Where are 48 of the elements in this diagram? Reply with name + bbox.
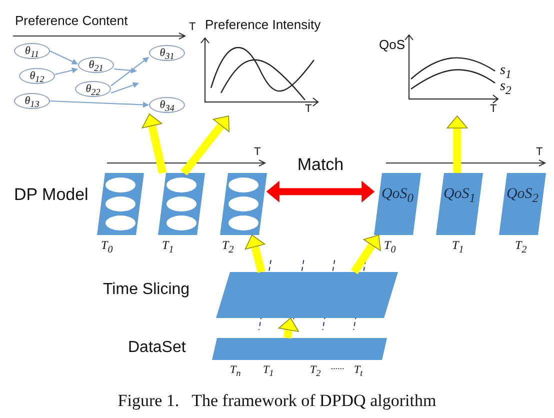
time-label: T$_{0}$ bbox=[101, 239, 113, 256]
arrow bbox=[110, 82, 139, 94]
ellipse-node: θ$_{31}$ bbox=[149, 45, 185, 61]
slice-label: QoS$_{1}$ bbox=[442, 187, 477, 204]
arrow bbox=[50, 100, 149, 108]
block-arrow bbox=[266, 181, 374, 202]
block-arrow bbox=[278, 318, 299, 339]
time-label: T$_{t}$ bbox=[354, 365, 363, 378]
panel-title: Preference Content bbox=[15, 14, 128, 27]
block-arrow bbox=[244, 234, 266, 273]
row-label: DataSet bbox=[128, 340, 186, 356]
time-label: T$_{1}$ bbox=[452, 239, 464, 256]
axis-label: T bbox=[189, 22, 196, 33]
block-arrow bbox=[350, 234, 381, 274]
arrow bbox=[54, 67, 78, 75]
row-label: Time Slicing bbox=[103, 282, 190, 298]
ellipse-node: θ$_{13}$ bbox=[14, 93, 50, 109]
axis-label: s$_{1}$ bbox=[500, 64, 512, 80]
block-arrow bbox=[180, 116, 230, 176]
arrow bbox=[50, 50, 78, 64]
axis-label: s$_{2}$ bbox=[500, 80, 512, 96]
time-label: T$_{2}$ bbox=[515, 239, 527, 256]
block-arrow bbox=[446, 116, 468, 173]
ellipse-node: θ$_{11}$ bbox=[14, 43, 50, 59]
slice-label: QoS$_{2}$ bbox=[505, 187, 540, 204]
block-arrow bbox=[142, 114, 167, 174]
row-label: DP Model bbox=[14, 186, 88, 203]
arrow bbox=[114, 68, 137, 74]
ellipse-node: θ$_{22}$ bbox=[75, 81, 111, 97]
ellipse-node: θ$_{12}$ bbox=[19, 68, 55, 84]
axis-label: T bbox=[254, 147, 261, 158]
axis-label: QoS bbox=[379, 38, 406, 51]
ellipse-node: θ$_{21}$ bbox=[78, 57, 114, 73]
ellipse-node: θ$_{34}$ bbox=[149, 97, 185, 113]
slice-label: QoS$_{0}$ bbox=[380, 187, 415, 204]
arrow bbox=[110, 57, 149, 86]
figure-caption: Figure 1. The framework of DPDQ algorithm bbox=[116, 392, 438, 409]
axis-label: T bbox=[305, 104, 312, 115]
ellipsis: ...... bbox=[331, 362, 344, 371]
time-label: T$_{2}$ bbox=[310, 365, 321, 378]
axis-label: T bbox=[536, 147, 543, 158]
time-label: T$_{n}$ bbox=[230, 365, 241, 378]
panel-title: Preference Intensity bbox=[205, 18, 321, 31]
time-label: T$_{1}$ bbox=[263, 365, 274, 378]
time-label: T$_{1}$ bbox=[162, 239, 174, 256]
axis-label: T bbox=[490, 104, 497, 115]
time-label: T$_{2}$ bbox=[222, 239, 234, 256]
time-label: T$_{0}$ bbox=[384, 239, 396, 256]
